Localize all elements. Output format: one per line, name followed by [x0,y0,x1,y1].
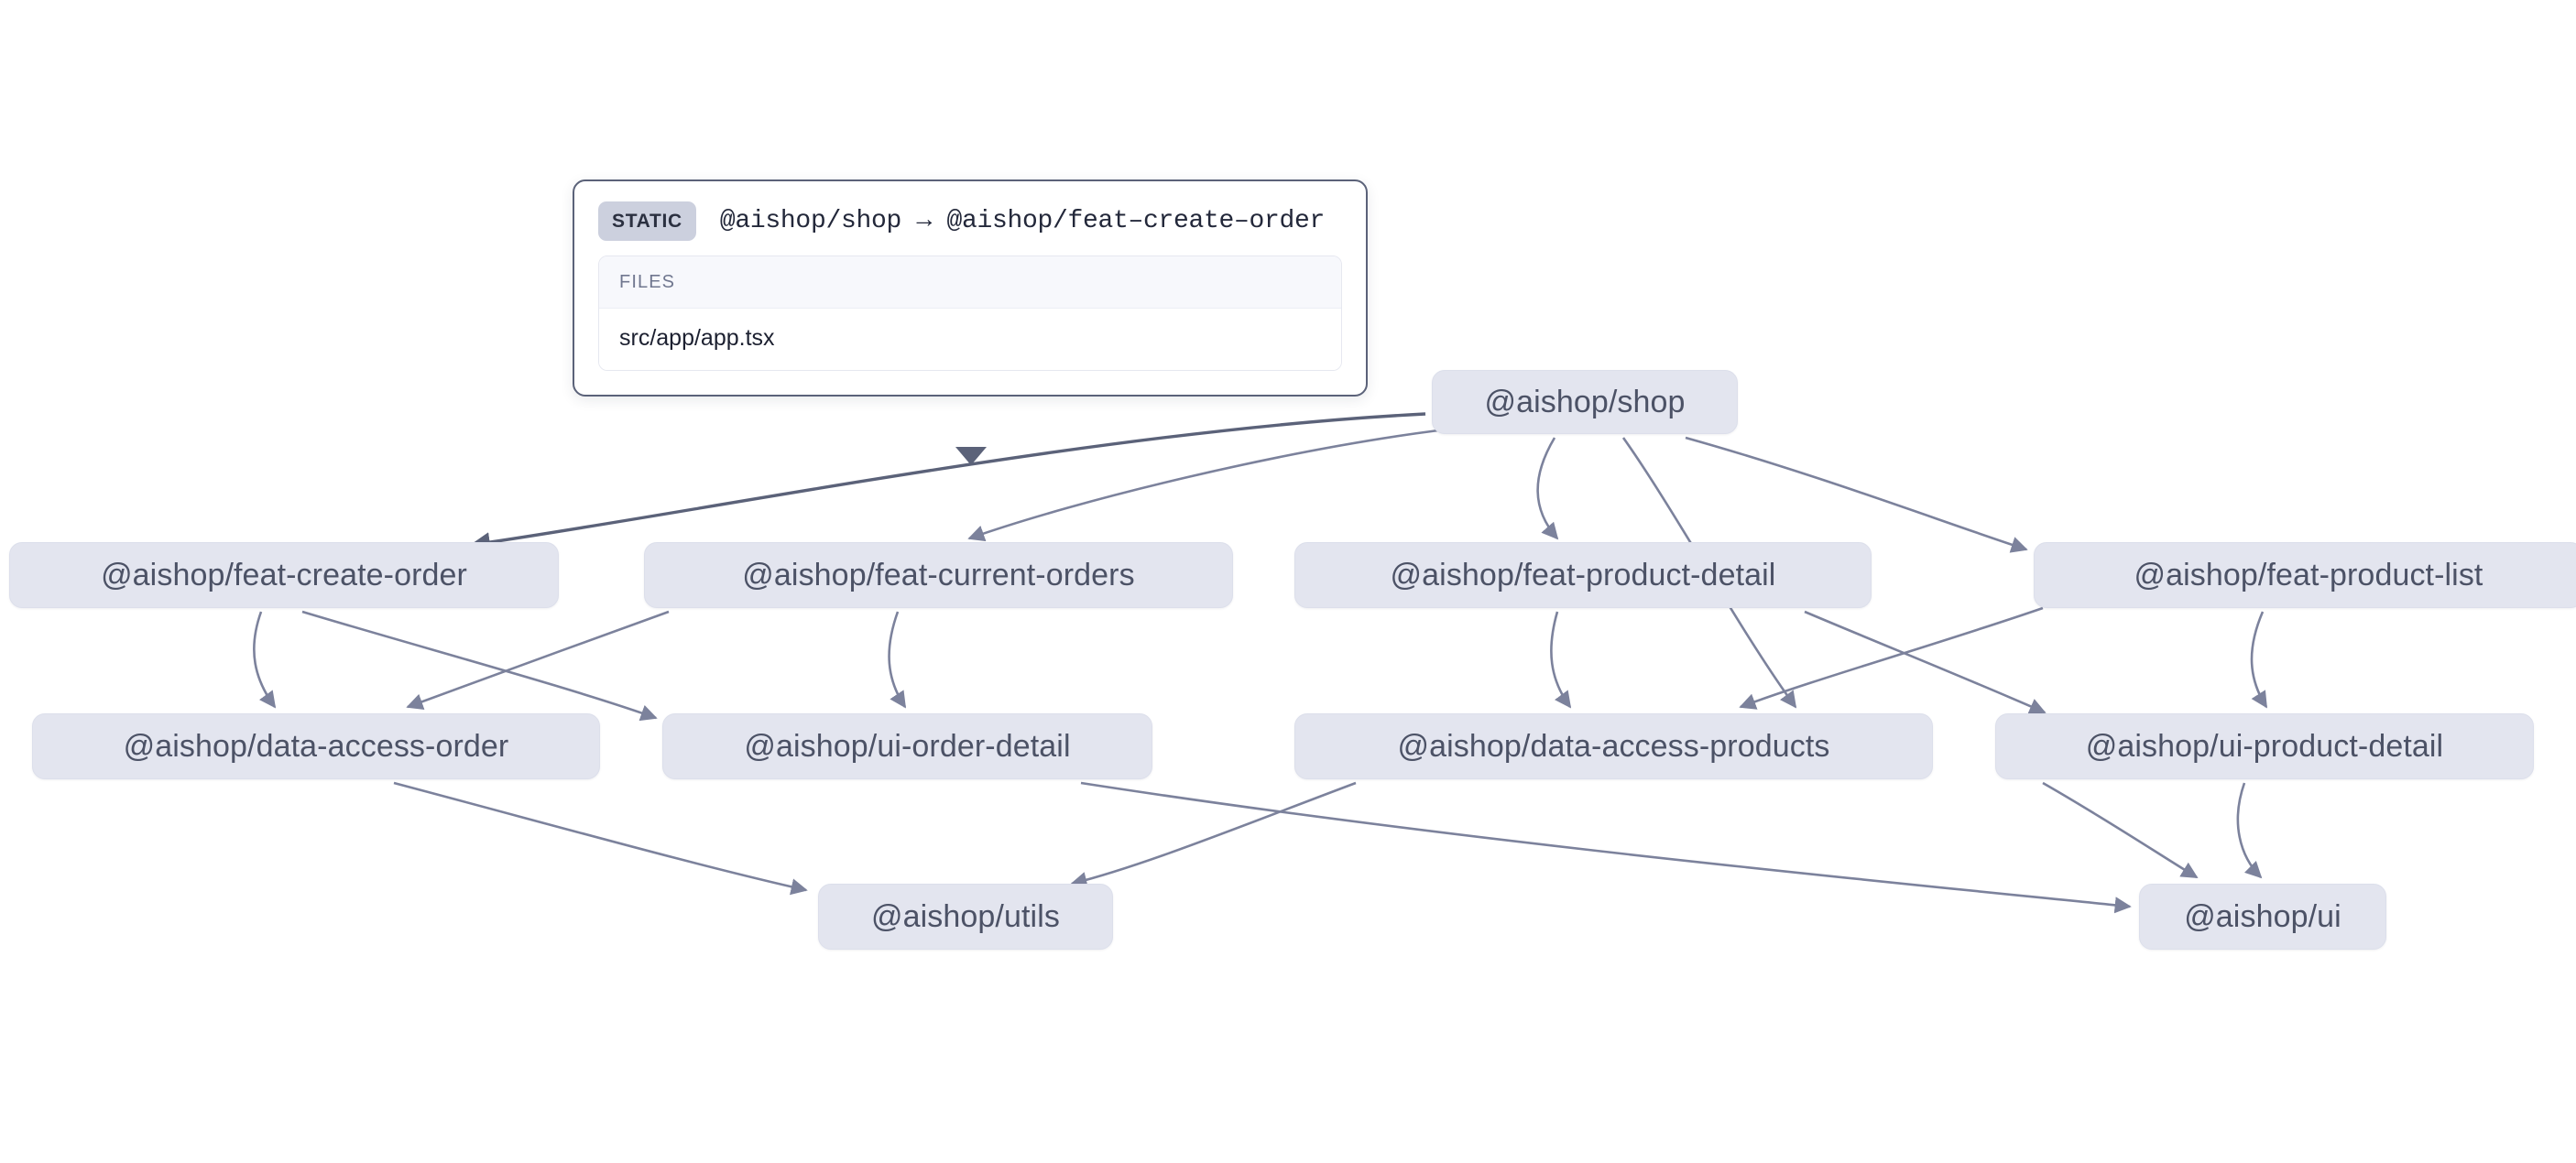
graph-node-ui[interactable]: @aishop/ui [2139,884,2386,950]
dependency-type-badge: STATIC [598,201,696,241]
edge-shop-to-feat-create-order [469,412,1426,553]
tooltip-pointer-triangle [955,447,987,465]
edge-data-access-products-to-utils [1070,781,1357,888]
edge-feat-product-list-to-ui-product-detail [2250,611,2268,709]
edges-normal [253,429,2268,914]
edge-shop-to-feat-product-detail [1536,437,1559,540]
tooltip-header: STATIC @aishop/shop → @aishop/feat–creat… [574,181,1366,254]
graph-node-label: @aishop/data-access-products [1397,728,1830,764]
edge-feat-current-orders-to-ui-order-detail [888,611,907,709]
edge-ui-product-detail-to-ui-curve [2236,782,2263,879]
graph-node-ui-order-detail[interactable]: @aishop/ui-order-detail [662,713,1152,779]
graph-node-label: @aishop/data-access-order [123,728,509,764]
tooltip-title: @aishop/shop → @aishop/feat–create–order [719,207,1326,235]
graph-node-feat-product-detail[interactable]: @aishop/feat-product-detail [1294,542,1872,608]
graph-node-label: @aishop/ui [2184,898,2341,934]
graph-node-data-access-products[interactable]: @aishop/data-access-products [1294,713,1933,779]
graph-node-label: @aishop/shop [1484,384,1686,419]
graph-node-feat-current-orders[interactable]: @aishop/feat-current-orders [644,542,1233,608]
edge-feat-product-detail-to-ui-product-detail [1804,610,2047,714]
graph-node-utils[interactable]: @aishop/utils [818,884,1113,950]
edge-ui-order-detail-to-ui [1080,781,2132,914]
edge-feat-product-list-to-data-access-products [1739,606,2044,710]
edge-feat-current-orders-to-data-access-order [406,610,670,711]
graph-node-data-access-order[interactable]: @aishop/data-access-order [32,713,600,779]
file-list-item[interactable]: src/app/app.tsx [599,309,1341,370]
graph-node-shop[interactable]: @aishop/shop [1432,370,1738,434]
graph-node-label: @aishop/feat-product-list [2134,557,2483,592]
graph-node-label: @aishop/ui-product-detail [2085,728,2444,764]
edge-tooltip-card[interactable]: STATIC @aishop/shop → @aishop/feat–creat… [573,179,1368,397]
graph-node-label: @aishop/feat-current-orders [742,557,1135,592]
graph-node-label: @aishop/feat-create-order [101,557,467,592]
graph-node-feat-create-order[interactable]: @aishop/feat-create-order [9,542,559,608]
edge-ui-product-detail-to-ui [2042,781,2199,879]
graph-node-label: @aishop/feat-product-detail [1390,557,1776,592]
edge-feat-create-order-to-data-access-order [253,611,277,709]
edge-data-access-order-to-utils [393,781,808,896]
graph-node-label: @aishop/ui-order-detail [744,728,1071,764]
edge-feat-create-order-to-ui-order-detail [301,610,658,722]
graph-node-feat-product-list[interactable]: @aishop/feat-product-list [2034,542,2576,608]
edge-feat-product-detail-to-data-access-products [1550,611,1572,709]
graph-node-ui-product-detail[interactable]: @aishop/ui-product-detail [1995,713,2534,779]
files-panel-header: FILES [599,256,1341,309]
edge-shop-to-feat-product-list [1685,436,2028,553]
graph-node-label: @aishop/utils [871,898,1060,934]
edge-shop-to-feat-current-orders [967,429,1439,542]
files-panel: FILES src/app/app.tsx [598,255,1342,371]
edges-highlighted [469,412,1426,553]
